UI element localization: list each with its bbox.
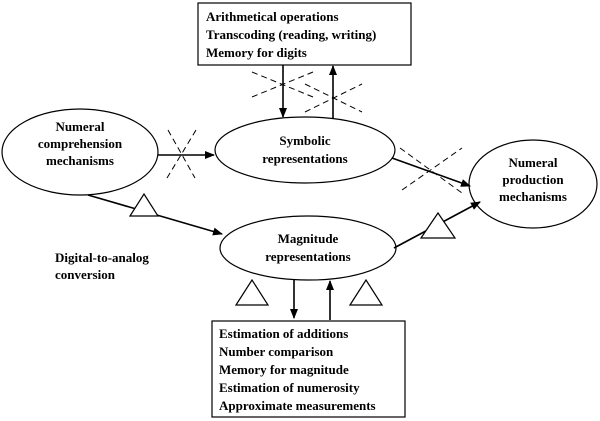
symbolic-label-2: representations <box>262 151 347 166</box>
dashed-cross-symbolic-production <box>399 147 463 194</box>
bottom-task-box: Estimation of additions Number compariso… <box>211 320 406 418</box>
arrow-symbolic-to-production <box>391 157 471 187</box>
top-box-line-1: Arithmetical operations <box>206 9 339 24</box>
top-box-line-3: Memory for digits <box>206 45 307 60</box>
node-symbolic-representations: Symbolic representations <box>214 116 396 184</box>
top-task-box: Arithmetical operations Transcoding (rea… <box>197 2 412 66</box>
bottom-box-line-5: Approximate measurements <box>219 398 376 413</box>
node-numeral-production: Numeral production mechanisms <box>468 139 598 229</box>
dashed-cross-comprehension-symbolic <box>166 129 197 179</box>
comprehension-label-3: mechanisms <box>46 153 114 168</box>
side-label-line-1: Digital-to-analog <box>55 250 149 265</box>
triangle-marker-comprehension-magnitude <box>128 192 160 217</box>
bottom-box-line-4: Estimation of numerosity <box>219 380 360 395</box>
bottom-box-line-1: Estimation of additions <box>219 326 348 341</box>
node-numeral-comprehension: Numeral comprehension mechanisms <box>1 108 159 196</box>
comprehension-label-1: Numeral <box>55 119 104 134</box>
production-label-2: production <box>502 172 564 187</box>
magnitude-label-2: representations <box>265 249 350 264</box>
symbolic-label-1: Symbolic <box>279 133 331 148</box>
triangle-marker-bottom-left <box>234 278 270 306</box>
node-magnitude-representations: Magnitude representations <box>219 215 397 281</box>
production-label-3: mechanisms <box>499 189 567 204</box>
bottom-box-line-3: Memory for magnitude <box>219 362 349 377</box>
side-label-line-2: conversion <box>55 267 116 282</box>
production-label-1: Numeral <box>508 155 557 170</box>
triangle-marker-magnitude-production <box>419 211 457 239</box>
bottom-box-line-2: Number comparison <box>219 344 334 359</box>
dashed-cross-top-right <box>304 83 363 113</box>
triangle-marker-bottom-right <box>348 278 384 306</box>
magnitude-label-1: Magnitude <box>278 231 339 246</box>
comprehension-label-2: comprehension <box>38 136 123 151</box>
dashed-cross-top-left <box>251 71 314 98</box>
top-box-line-2: Transcoding (reading, writing) <box>206 27 376 42</box>
